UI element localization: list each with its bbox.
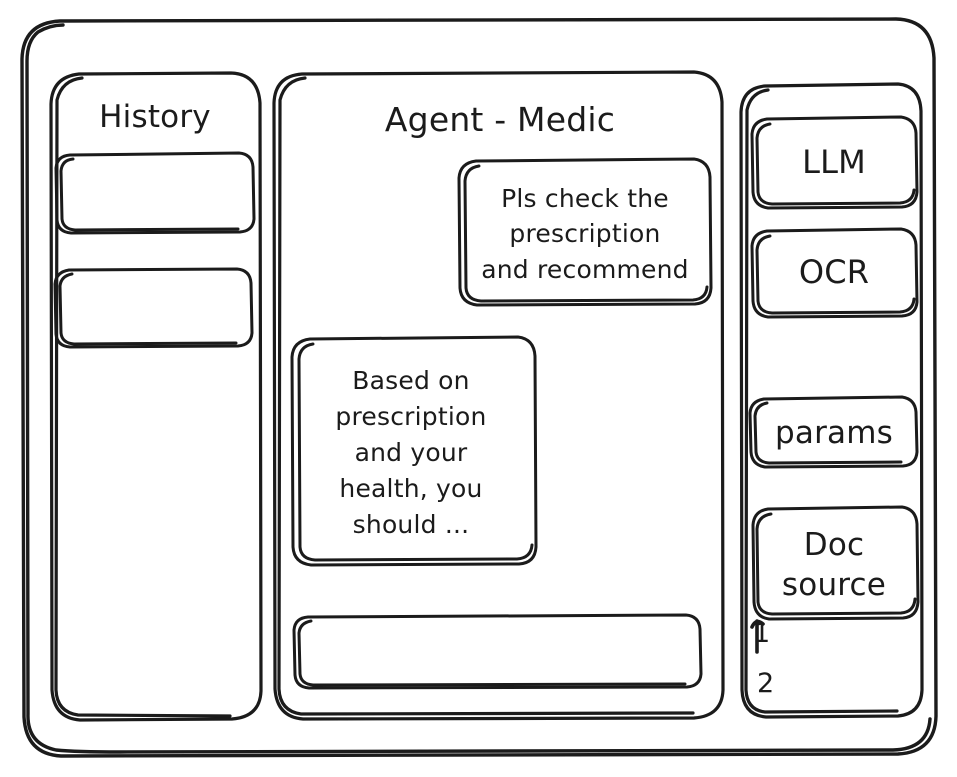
history-panel-title: History xyxy=(99,98,211,135)
history-item-2-stroke xyxy=(53,267,254,349)
history-list-item[interactable] xyxy=(56,268,250,348)
doc-list-item-2[interactable]: 2 xyxy=(757,668,775,699)
params-button-label: params xyxy=(775,414,893,451)
ocr-button-label: OCR xyxy=(798,253,870,292)
user-message-bubble xyxy=(455,158,711,306)
history-item-1-stroke xyxy=(54,151,256,235)
doc-source-button[interactable] xyxy=(750,506,918,622)
window-frame-stroke xyxy=(20,17,938,758)
composer-stroke xyxy=(292,613,703,690)
message-input[interactable] xyxy=(292,614,702,690)
ocr-button-stroke xyxy=(750,227,919,319)
doc-list-item-1[interactable]: 1 xyxy=(753,618,771,649)
llm-button[interactable] xyxy=(750,116,918,210)
assistant-message-text: Based on prescription and your health, y… xyxy=(335,366,487,539)
doc-item-1-tick-stroke xyxy=(750,619,765,654)
assistant-message-bubble xyxy=(288,336,536,566)
llm-button-label: LLM xyxy=(802,143,866,182)
history-panel-stroke xyxy=(49,71,263,722)
params-button[interactable] xyxy=(748,396,918,470)
llm-button-stroke xyxy=(750,115,919,210)
user-bubble-stroke xyxy=(457,157,713,307)
history-list-item[interactable] xyxy=(58,152,252,232)
doc-source-button-label: Doc source xyxy=(781,526,887,603)
tools-panel-stroke xyxy=(739,82,924,719)
assistant-bubble-stroke xyxy=(290,335,538,567)
user-message-text: Pls check the prescription and recommend xyxy=(481,183,689,284)
ocr-button[interactable] xyxy=(750,228,918,318)
page-title: Agent - Medic xyxy=(384,99,616,139)
params-button-stroke xyxy=(748,395,919,469)
main-panel-stroke xyxy=(272,70,725,721)
docsource-button-stroke xyxy=(751,505,920,621)
